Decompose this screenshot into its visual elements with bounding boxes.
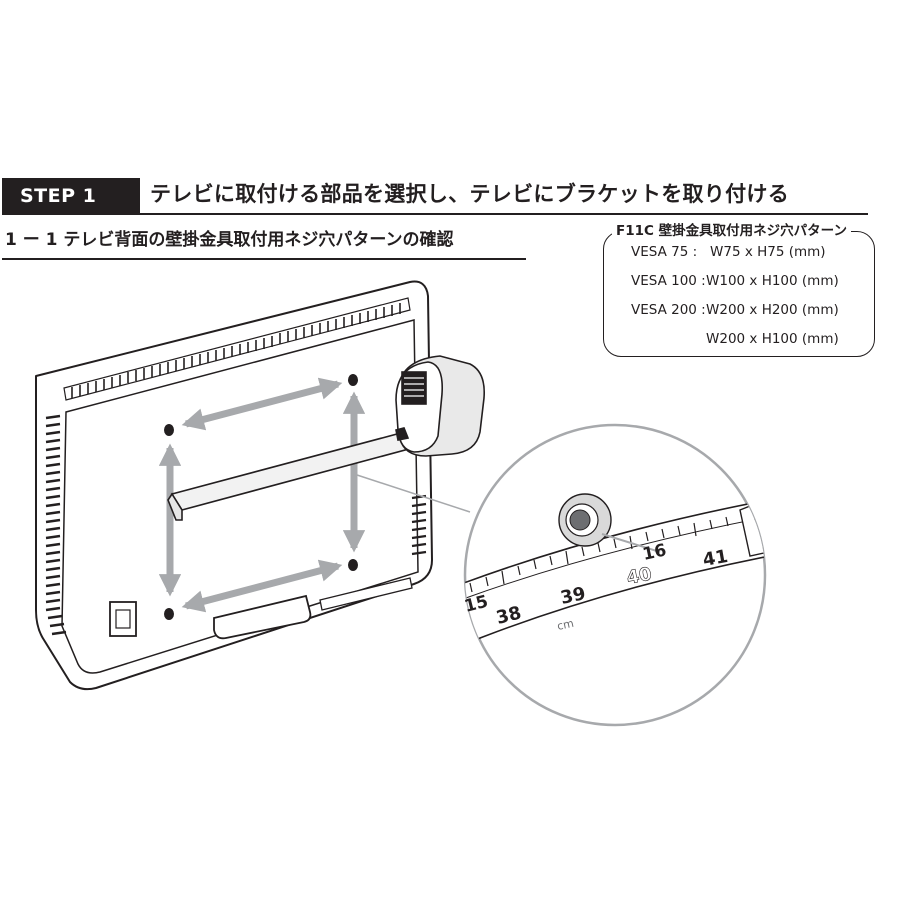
tape-cm-label: 40 <box>625 564 654 589</box>
measure-arrows <box>158 377 366 613</box>
step-badge: STEP 1 <box>2 178 140 214</box>
screw-holes <box>164 374 358 620</box>
vesa-row-label: VESA 75 : <box>631 244 698 260</box>
vesa-row-label: VESA 200 : <box>631 302 706 318</box>
tape-unit-label: cm <box>556 617 575 633</box>
vesa-pattern-heading: F11C 壁掛金具取付用ネジ穴パターン <box>612 219 851 241</box>
vesa-row-label: VESA 100 : <box>631 273 706 289</box>
right-vent <box>411 494 427 556</box>
tape-inch-label: 16 <box>641 540 668 564</box>
step-divider <box>2 213 868 215</box>
tape-cm-label: 41 <box>701 546 729 571</box>
vesa-row-value: W75 x H75 (mm) <box>710 244 826 260</box>
substep-title: 1 ー 1 テレビ背面の壁掛金具取付用ネジ穴パターンの確認 <box>5 230 454 250</box>
tv-back-illustration: 15 16 38 39 40 41 cm <box>35 280 767 727</box>
tape-measure <box>167 355 486 521</box>
vesa-row-value: W100 x H100 (mm) <box>706 273 839 289</box>
vesa-row-value: W200 x H200 (mm) <box>706 302 839 318</box>
step-title: テレビに取付ける部品を選択し、テレビにブラケットを取り付ける <box>150 182 789 206</box>
side-vent <box>45 414 67 636</box>
substep-divider <box>2 258 526 260</box>
zoom-leader <box>353 473 471 513</box>
top-vent <box>63 297 411 401</box>
step-header: STEP 1 テレビに取付ける部品を選択し、テレビにブラケットを取り付ける <box>2 178 868 215</box>
vesa-row-value: W200 x H100 (mm) <box>706 331 839 347</box>
zoom-detail: 15 16 38 39 40 41 cm <box>462 423 767 727</box>
tape-cm-label: 39 <box>559 583 588 609</box>
